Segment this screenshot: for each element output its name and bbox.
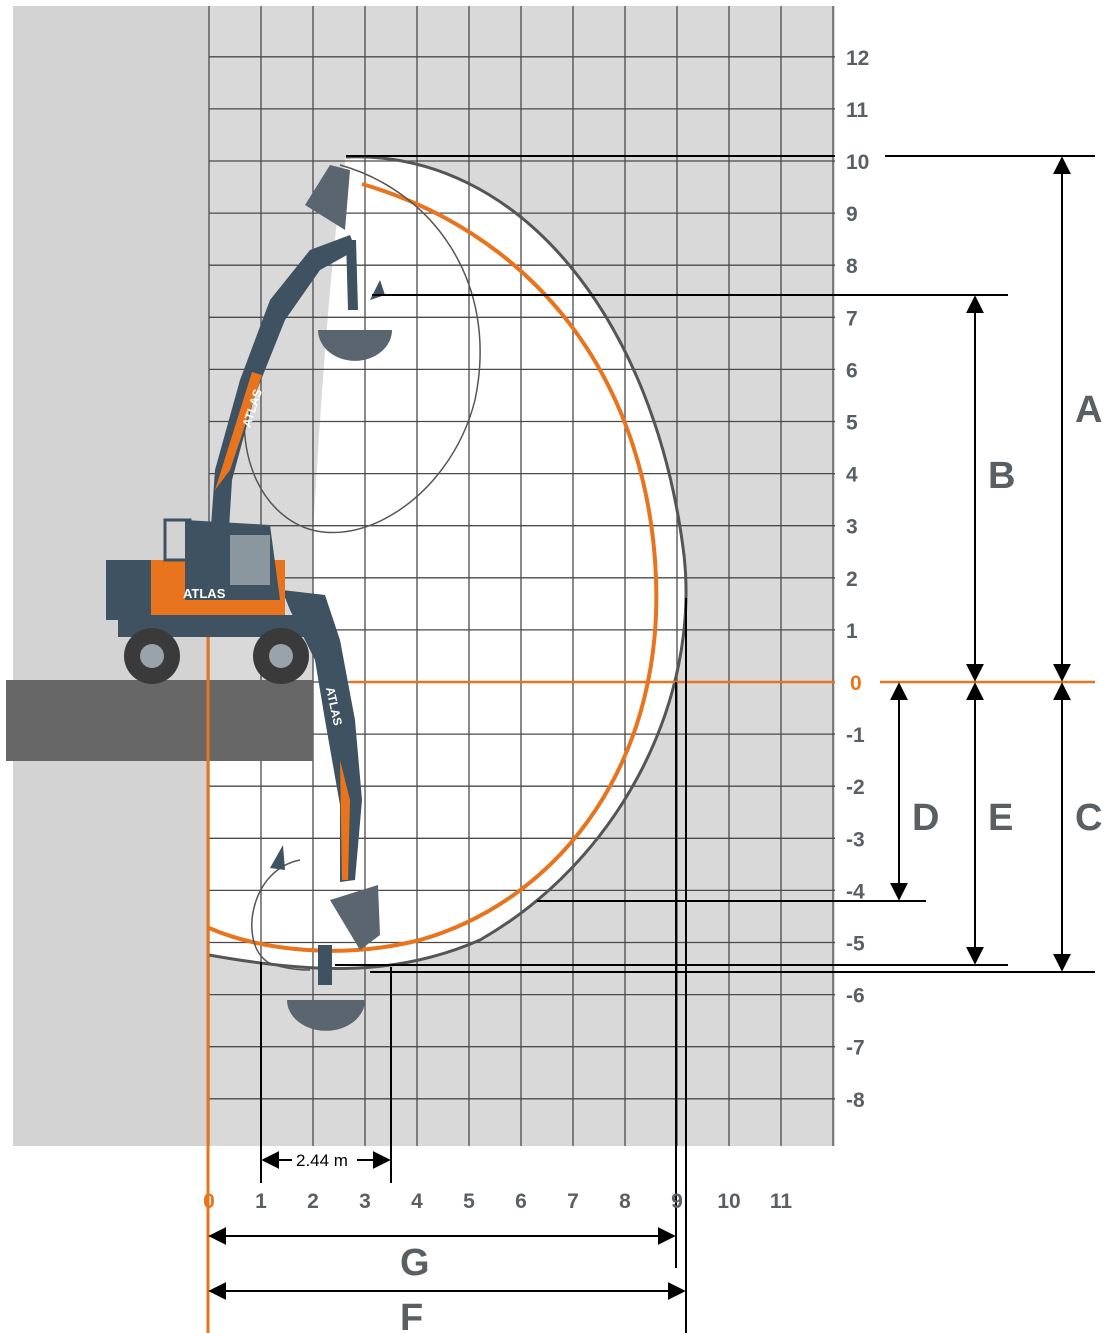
excavator-arm-lowered: ATLAS (270, 590, 380, 1031)
reach-envelope (209, 156, 687, 969)
x-tick-label: 4 (411, 1190, 423, 1213)
bucket-swing-path (243, 164, 481, 534)
width-annotation: 2.44 m (296, 1151, 348, 1170)
x-tick-label: 2 (307, 1190, 319, 1213)
y-tick-label: -6 (846, 985, 865, 1008)
y-tick-label: 8 (846, 255, 858, 278)
y-tick-label: 9 (846, 203, 858, 226)
bucket-swing-path-lower (251, 859, 311, 971)
x-tick-label: 0 (203, 1190, 215, 1213)
dim-label-d: D (912, 797, 939, 839)
y-tick-label: 11 (846, 99, 869, 122)
dim-label-b: B (988, 455, 1015, 497)
dim-label-g: G (400, 1242, 430, 1284)
y-tick-label: 0 (850, 672, 862, 695)
x-tick-label: 7 (567, 1190, 579, 1213)
y-tick-label: -7 (846, 1037, 865, 1060)
y-tick-label: 5 (846, 412, 858, 435)
x-tick-label: 9 (671, 1190, 683, 1213)
y-tick-label: 4 (846, 464, 858, 487)
y-tick-label: -5 (846, 933, 865, 956)
y-tick-label: 1 (846, 620, 858, 643)
y-tick-label: 2 (846, 568, 858, 591)
x-tick-label: 5 (463, 1190, 475, 1213)
y-tick-label: -4 (846, 880, 865, 903)
body-brand-text: ATLAS (183, 586, 226, 601)
dim-label-f: F (400, 1297, 423, 1333)
y-tick-label: -3 (846, 828, 865, 851)
excavator-arm-raised: ATLAS (210, 165, 392, 545)
x-tick-label: 10 (717, 1190, 740, 1213)
dim-label-c: C (1075, 797, 1102, 839)
ground-block (6, 680, 313, 761)
x-tick-label: 6 (515, 1190, 527, 1213)
excavator-body: ATLAS (106, 518, 309, 684)
y-tick-label: 10 (846, 151, 869, 174)
y-tick-label: -2 (846, 776, 865, 799)
y-tick-label: 3 (846, 516, 858, 539)
x-tick-label: 8 (619, 1190, 631, 1213)
y-tick-label: 6 (846, 359, 858, 382)
x-tick-label: 3 (359, 1190, 371, 1213)
y-tick-label: 7 (846, 307, 858, 330)
x-tick-label: 1 (255, 1190, 267, 1213)
y-tick-label: -8 (846, 1089, 865, 1112)
x-axis-ticks: 0 1 2 3 4 5 6 7 8 9 10 11 (203, 1190, 792, 1213)
dimension-lines (208, 155, 1095, 1333)
dim-label-a: A (1075, 389, 1102, 431)
y-tick-label: 12 (846, 47, 869, 70)
dim-label-e: E (988, 797, 1013, 839)
y-tick-label: -1 (846, 724, 865, 747)
x-tick-label: 11 (770, 1190, 793, 1213)
orange-trajectory (208, 182, 659, 953)
